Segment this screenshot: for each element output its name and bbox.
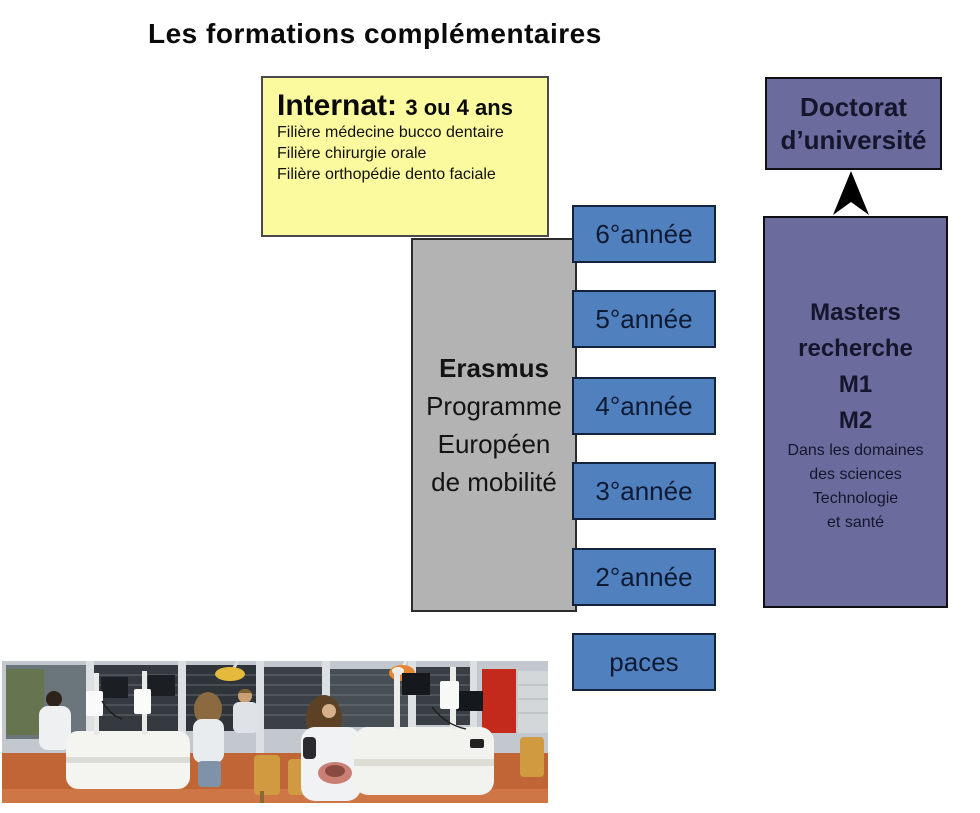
internat-duration: 3 ou 4 ans <box>405 95 513 120</box>
internat-box: Internat: 3 ou 4 ans Filière médecine bu… <box>261 76 549 237</box>
arrow-up-icon <box>833 171 869 215</box>
year-label: 5°année <box>595 303 693 334</box>
internat-heading: Internat: 3 ou 4 ans <box>277 89 513 122</box>
masters-line: M2 <box>838 407 873 434</box>
masters-detail-line: Technologie <box>812 490 899 507</box>
erasmus-heading: Erasmus <box>439 353 549 383</box>
year-label: 3°année <box>595 475 693 506</box>
photo-dental-simulation-lab <box>2 661 548 803</box>
year-box-2: 2°année <box>572 548 716 606</box>
internat-line: Filière orthopédie dento faciale <box>277 165 496 183</box>
masters-box: Masters recherche M1 M2 Dans les domaine… <box>763 216 948 608</box>
year-box-paces: paces <box>572 633 716 691</box>
masters-line: Masters <box>810 299 901 326</box>
year-box-6: 6°année <box>572 205 716 263</box>
year-label: paces <box>609 646 679 677</box>
year-box-4: 4°année <box>572 377 716 435</box>
doctorat-box: Doctorat d’université <box>765 77 942 170</box>
internat-line: Filière médecine bucco dentaire <box>277 123 504 141</box>
year-label: 2°année <box>595 561 693 592</box>
erasmus-line: de mobilité <box>431 467 557 497</box>
internat-line: Filière chirurgie orale <box>277 144 427 162</box>
masters-detail-line: des sciences <box>809 466 902 483</box>
year-box-5: 5°année <box>572 290 716 348</box>
year-box-3: 3°année <box>572 462 716 520</box>
internat-heading-text: Internat: <box>277 89 397 122</box>
year-label: 6°année <box>595 218 693 249</box>
masters-detail-line: Dans les domaines <box>787 442 924 459</box>
erasmus-line: Programme <box>426 391 562 421</box>
internat-heading-row: Internat: 3 ou 4 ans <box>277 90 533 122</box>
erasmus-line: Européen <box>437 429 551 459</box>
doctorat-line: Doctorat <box>800 92 907 122</box>
masters-line: M1 <box>838 371 873 398</box>
masters-line: recherche <box>798 335 913 362</box>
masters-detail-line: et santé <box>827 514 884 531</box>
year-label: 4°année <box>595 390 693 421</box>
dental-lab-illustration <box>2 661 548 803</box>
page-title: Les formations complémentaires <box>148 18 602 49</box>
erasmus-box: Erasmus Programme Européen de mobilité <box>411 238 577 612</box>
doctorat-line: d’université <box>780 124 927 155</box>
